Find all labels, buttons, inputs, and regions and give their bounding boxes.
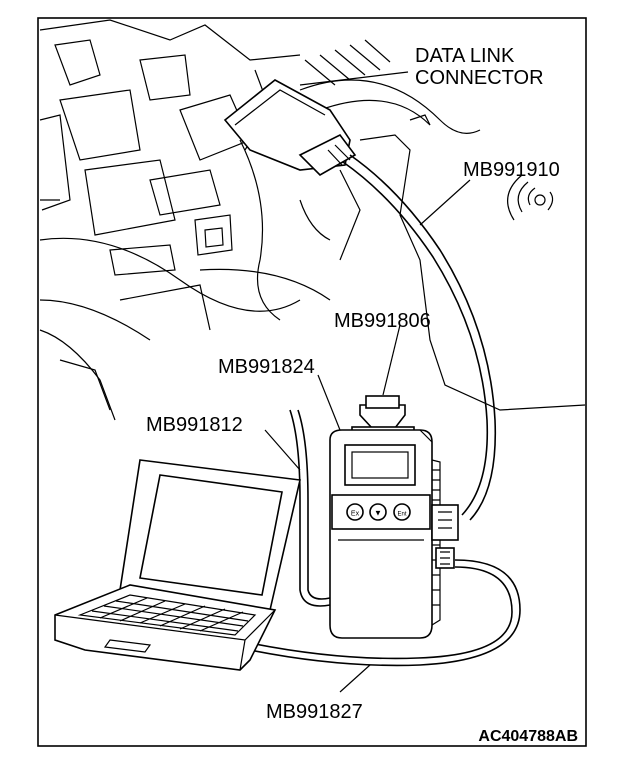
airbag-swirl-icon <box>507 174 554 221</box>
cable-mb991827-edge <box>249 566 513 660</box>
device-mb991824: Ex ▼ Ent <box>329 395 459 639</box>
label-data-link-connector-line1: DATA LINK <box>415 45 515 67</box>
data-link-connector <box>223 79 357 176</box>
label-mb991824: MB991824 <box>218 356 315 378</box>
label-mb991806: MB991806 <box>334 310 431 332</box>
label-mb991827: MB991827 <box>266 701 363 723</box>
dashboard-sketch <box>39 19 586 421</box>
label-data-link-connector-line2: CONNECTOR <box>415 67 544 89</box>
figure-frame <box>37 17 587 747</box>
ex-button-icon <box>346 503 364 521</box>
down-button-icon <box>369 503 387 521</box>
cable-mb991812 <box>289 409 331 607</box>
figure-code: AC404788AB <box>478 728 578 745</box>
cable-mb991827 <box>249 559 521 667</box>
leader-lines <box>264 71 471 693</box>
cable-mb991812-edge <box>297 409 331 600</box>
down-button-label: ▼ <box>374 509 382 518</box>
laptop-pc <box>54 459 301 671</box>
label-mb991910: MB991910 <box>463 159 560 181</box>
ent-button-label: Ent <box>397 512 406 518</box>
label-mb991812: MB991812 <box>146 414 243 436</box>
ent-button-icon <box>393 503 411 521</box>
ex-button-label: Ex <box>351 511 360 518</box>
cable-mb991910-edge <box>342 161 489 516</box>
cable-mb991910 <box>349 154 497 521</box>
